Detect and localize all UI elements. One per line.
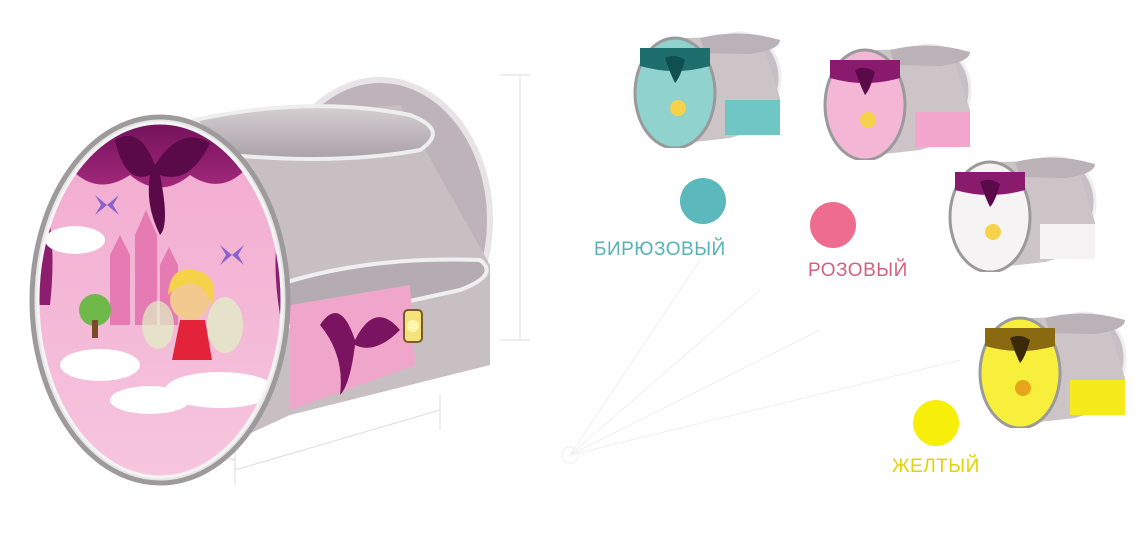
label-pink: РОЗОВЫЙ (808, 260, 908, 281)
label-yellow: ЖЕЛТЫЙ (892, 456, 980, 477)
faded-rays (561, 259, 961, 464)
swatch-yellow[interactable] (913, 400, 959, 446)
nightstand-pink-icon (823, 43, 972, 160)
swatch-pink[interactable] (810, 202, 856, 248)
swatch-turquoise[interactable] (680, 178, 726, 224)
nightstand-white-icon (948, 155, 1097, 272)
nightstand-yellow-icon (978, 311, 1127, 428)
nightstand-turquoise-icon (633, 31, 782, 148)
label-turquoise: БИРЮЗОВЫЙ (594, 239, 726, 260)
fairy-nightstand-main-icon (29, 77, 493, 486)
lantern (403, 309, 423, 343)
